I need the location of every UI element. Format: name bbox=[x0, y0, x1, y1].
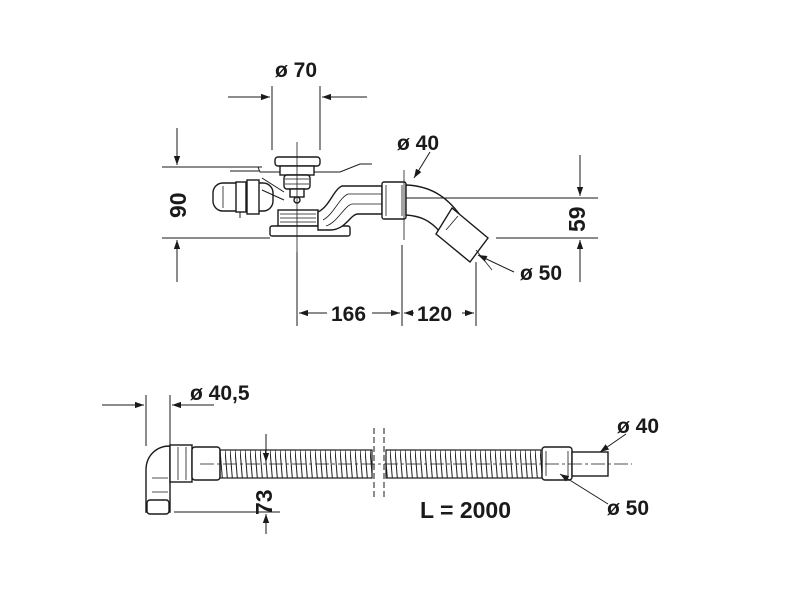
dim-elbow-height: 73 bbox=[174, 434, 280, 534]
siphon-pipe bbox=[317, 185, 383, 231]
hose-sleeve-right bbox=[541, 446, 573, 481]
dim-connector-diameter: ø 50 bbox=[477, 254, 562, 285]
dim-total-height: 90 bbox=[162, 128, 270, 282]
dim-elbow-diameter-label: ø 40,5 bbox=[190, 382, 250, 405]
dim-sleeve-diameter: ø 50 bbox=[559, 473, 649, 520]
dim-total-height-label: 90 bbox=[165, 192, 191, 218]
flexible-hose-view: ø 40,5 73 L = 2000 ø 40 ø 50 bbox=[102, 382, 659, 534]
dim-elbow-height-label: 73 bbox=[251, 489, 277, 515]
dim-outlet-height-label: 59 bbox=[564, 206, 590, 232]
dim-end-diameter-label: ø 40 bbox=[617, 415, 659, 438]
dim-end-diameter: ø 40 bbox=[599, 415, 659, 453]
dim-outlet-diameter-label: ø 40 bbox=[397, 132, 439, 155]
dim-lengths: 166 120 bbox=[296, 245, 477, 326]
dim-drain-diameter-label: ø 70 bbox=[275, 59, 317, 82]
hose-sleeve-left bbox=[191, 446, 221, 481]
hose-elbow bbox=[145, 444, 193, 515]
hose-length-label: L = 2000 bbox=[420, 497, 511, 523]
dim-connector-diameter-label: ø 50 bbox=[520, 262, 562, 285]
outlet-elbow bbox=[381, 181, 489, 264]
dim-sleeve-diameter-label: ø 50 bbox=[607, 497, 649, 520]
drain-assembly-view: ø 70 90 59 ø 40 ø 50 bbox=[162, 59, 598, 326]
dim-length-b-label: 120 bbox=[417, 303, 452, 326]
dim-drain-diameter: ø 70 bbox=[228, 59, 367, 150]
dim-length-a-label: 166 bbox=[331, 303, 366, 326]
dim-elbow-diameter: ø 40,5 bbox=[102, 382, 250, 446]
overflow-pipe bbox=[212, 179, 274, 218]
dim-outlet-diameter: ø 40 bbox=[397, 132, 439, 179]
dim-outlet-height: 59 bbox=[406, 155, 598, 282]
